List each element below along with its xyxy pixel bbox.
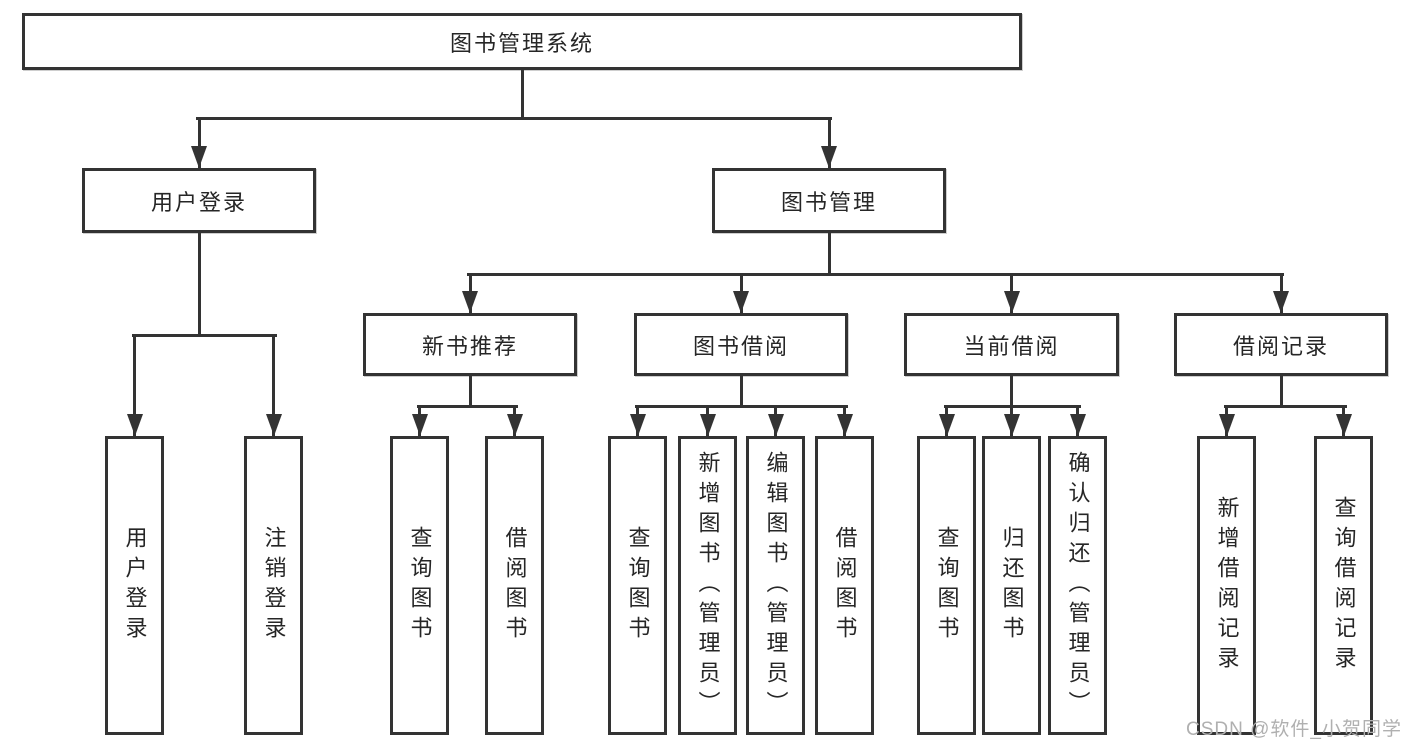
connector-line [196,117,832,120]
node-user-login: 用户登录 [82,168,316,233]
leaf-borrow-books-2-label: 借阅图书 [832,525,858,646]
arrow-down-icon [506,414,523,436]
connector-line [634,405,848,408]
arrow-down-icon [191,146,207,168]
arrow-down-icon [1273,291,1289,313]
connector-line [739,376,743,407]
leaf-borrow-books-1: 借阅图书 [485,436,544,735]
leaf-confirm-return-admin: 确认归还（管理员） [1048,436,1107,735]
leaf-query-books-2: 查询图书 [608,436,667,735]
node-user-login-label: 用户登录 [150,189,247,215]
arrow-down-icon [1335,414,1352,436]
node-new-book-recommend-label: 新书推荐 [421,333,518,359]
leaf-logout: 注销登录 [244,436,303,735]
connector-line [468,376,472,407]
connector-line [131,334,277,337]
arrow-down-icon [411,414,428,436]
node-book-borrowing-label: 图书借阅 [692,333,789,359]
arrow-down-icon [126,414,143,436]
leaf-add-borrow-record: 新增借阅记录 [1197,436,1256,735]
leaf-logout-label: 注销登录 [261,525,287,646]
leaf-edit-books-admin-label: 编辑图书（管理员） [763,450,789,721]
leaf-user-login-label: 用户登录 [122,525,148,646]
leaf-borrow-books-1-label: 借阅图书 [502,525,528,646]
node-current-borrowing-label: 当前借阅 [963,333,1060,359]
arrow-down-icon [938,414,955,436]
arrow-down-icon [836,414,853,436]
arrow-down-icon [767,414,784,436]
node-library-system: 图书管理系统 [22,13,1022,70]
node-borrow-records-label: 借阅记录 [1232,333,1329,359]
leaf-borrow-books-2: 借阅图书 [815,436,874,735]
leaf-return-books-label: 归还图书 [999,525,1025,646]
connector-line [827,233,831,276]
connector-line [943,405,1081,408]
connector-line [416,405,518,408]
leaf-return-books: 归还图书 [982,436,1041,735]
connector-line [520,70,524,118]
arrow-down-icon [699,414,716,436]
csdn-watermark: CSDN @软件_小贺同学 [1186,719,1402,740]
node-library-system-label: 图书管理系统 [449,30,594,56]
arrow-down-icon [821,146,837,168]
leaf-query-books-3-label: 查询图书 [934,525,960,646]
connector-line [197,233,201,336]
leaf-query-books-1-label: 查询图书 [407,525,433,646]
leaf-confirm-return-admin-label: 确认归还（管理员） [1065,450,1091,721]
leaf-add-books-admin: 新增图书（管理员） [678,436,737,735]
node-book-management-label: 图书管理 [780,189,877,215]
leaf-add-books-admin-label: 新增图书（管理员） [695,450,721,721]
leaf-query-borrow-record: 查询借阅记录 [1314,436,1373,735]
leaf-query-borrow-record-label: 查询借阅记录 [1331,495,1357,676]
arrow-down-icon [1218,414,1235,436]
leaf-query-books-1: 查询图书 [390,436,449,735]
connector-line [1010,376,1013,407]
node-borrow-records: 借阅记录 [1174,313,1388,376]
connector-line [272,334,275,436]
connector-line [1279,376,1283,407]
arrow-down-icon [462,291,478,313]
connector-line [197,117,201,168]
arrow-down-icon [629,414,646,436]
node-book-management: 图书管理 [712,168,946,233]
arrow-down-icon [1069,414,1086,436]
leaf-query-books-3: 查询图书 [917,436,976,735]
connector-line [133,334,136,436]
node-current-borrowing: 当前借阅 [904,313,1119,376]
arrow-down-icon [733,291,749,313]
arrow-down-icon [1003,291,1020,313]
connector-line [827,117,831,168]
leaf-add-borrow-record-label: 新增借阅记录 [1214,495,1240,676]
node-new-book-recommend: 新书推荐 [363,313,577,376]
node-book-borrowing: 图书借阅 [634,313,848,376]
connector-line [1223,405,1347,408]
leaf-query-books-2-label: 查询图书 [625,525,651,646]
arrow-down-icon [265,414,282,436]
connector-line [467,273,1284,276]
leaf-user-login: 用户登录 [105,436,164,735]
leaf-edit-books-admin: 编辑图书（管理员） [746,436,805,735]
arrow-down-icon [1003,414,1020,436]
